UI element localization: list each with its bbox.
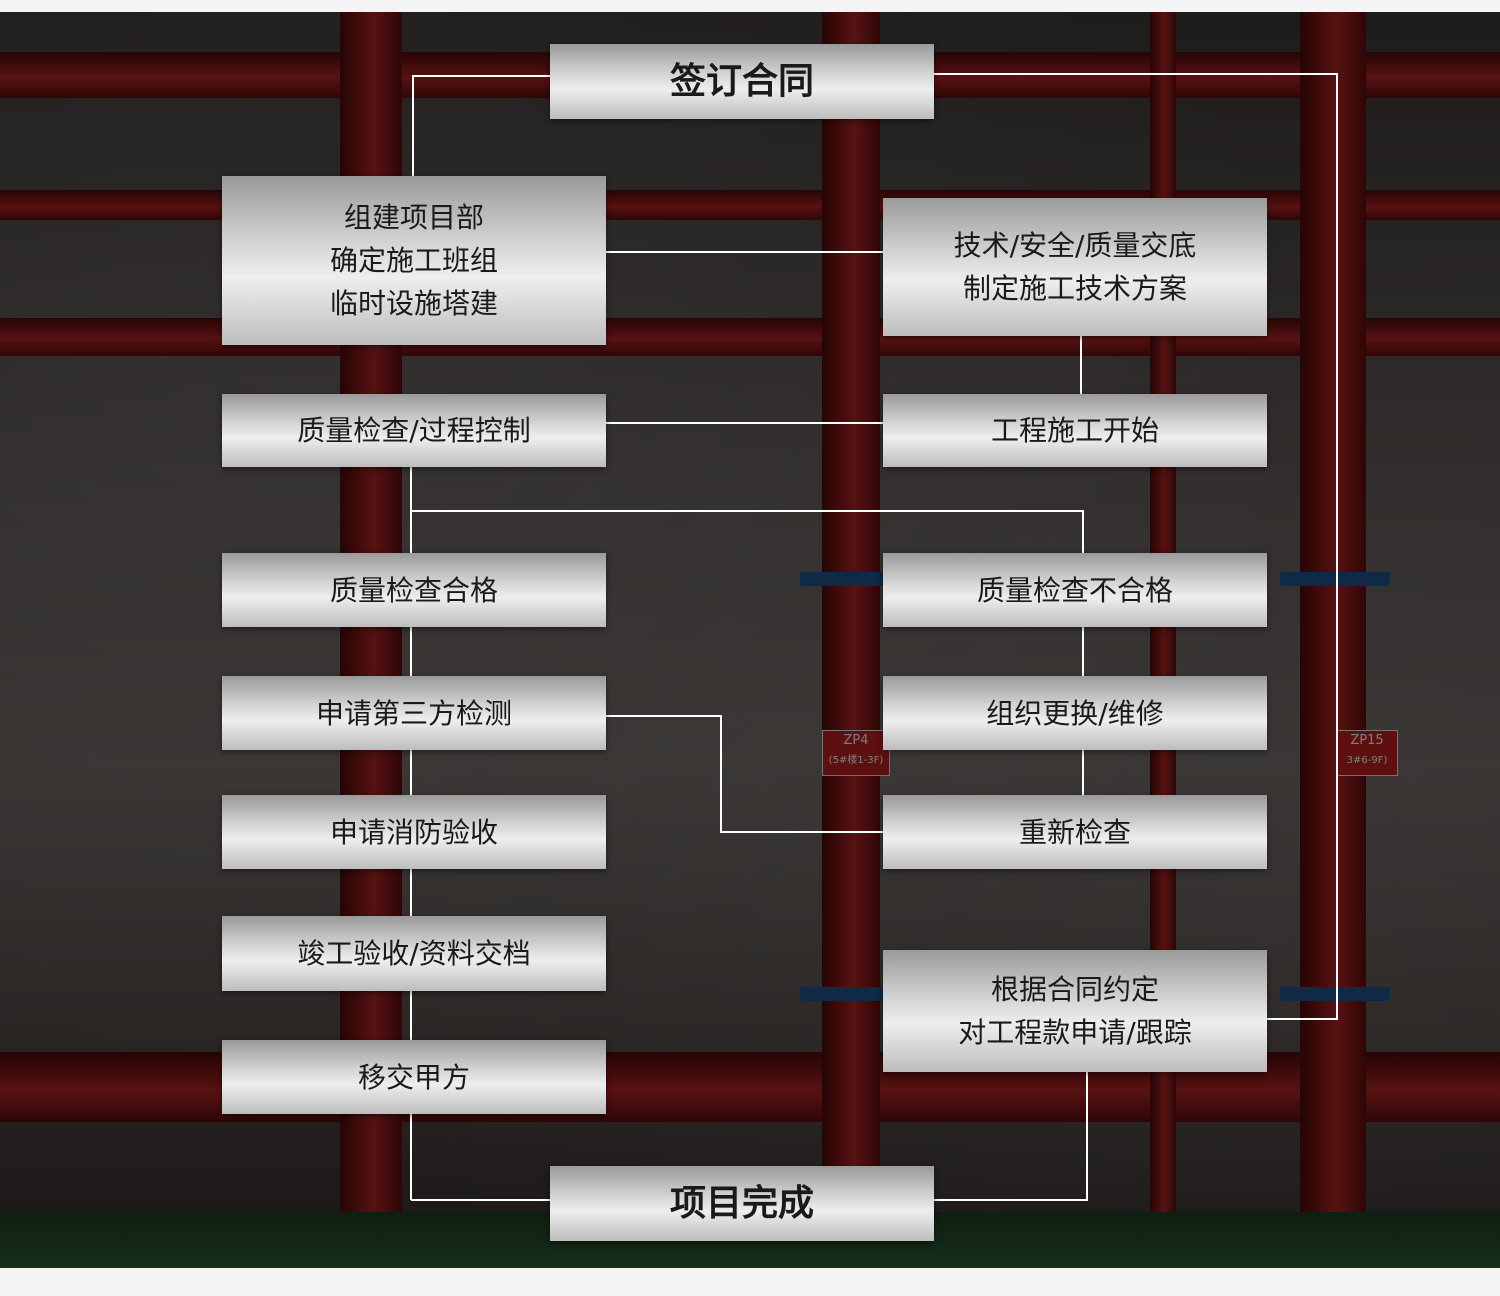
- step-quality-fail-label: 质量检查不合格: [976, 573, 1173, 607]
- step-briefing-line-2: 制定施工技术方案: [962, 272, 1187, 305]
- connector-control-to-fail: [411, 510, 1084, 553]
- step-recheck: 重新检查: [883, 795, 1267, 869]
- step-recheck-label: 重新检查: [1018, 815, 1131, 849]
- sign-zp4-sub: (5#楼1-3F): [828, 755, 884, 766]
- step-briefing: 技术/安全/质量交底 制定施工技术方案: [883, 198, 1267, 336]
- step-handover: 移交甲方: [222, 1040, 606, 1114]
- flange-4: [1280, 987, 1390, 1001]
- step-repair-label: 组织更换/维修: [986, 696, 1164, 730]
- pipe-vertical-3: [1300, 12, 1366, 1212]
- flange-1: [800, 572, 900, 586]
- step-sign-contract: 签订合同: [550, 44, 934, 119]
- sign-zp4: ZP4 (5#楼1-3F): [822, 730, 890, 776]
- step-quality-pass: 质量检查合格: [222, 553, 606, 627]
- step-payment-line-1: 根据合同约定: [990, 973, 1159, 1006]
- pipe-vertical-2: [822, 12, 880, 1212]
- step-construction-start-label: 工程施工开始: [990, 414, 1159, 447]
- step-fire-acceptance-label: 申请消防验收: [329, 815, 498, 849]
- step-setup-line-2: 确定施工班组: [329, 244, 498, 277]
- connector-payment-to-complete: [934, 1072, 1088, 1201]
- step-third-party-test-label: 申请第三方检测: [315, 696, 512, 730]
- step-sign-contract-label: 签订合同: [669, 61, 814, 102]
- step-briefing-line-1: 技术/安全/质量交底: [953, 229, 1197, 262]
- flange-2: [800, 987, 900, 1001]
- connector-contract-to-payment: [934, 73, 1338, 1020]
- step-project-complete: 项目完成: [550, 1166, 934, 1241]
- step-completion-acceptance-label: 竣工验收/资料交档: [297, 937, 531, 970]
- step-completion-acceptance: 竣工验收/资料交档: [222, 916, 606, 991]
- flange-3: [1280, 572, 1390, 586]
- step-handover-label: 移交甲方: [357, 1060, 470, 1094]
- step-setup: 组建项目部 确定施工班组 临时设施塔建: [222, 176, 606, 345]
- step-third-party-test: 申请第三方检测: [222, 676, 606, 750]
- step-quality-control-label: 质量检查/过程控制: [297, 414, 531, 447]
- sign-zp4-code: ZP4: [843, 733, 869, 748]
- step-payment-line-2: 对工程款申请/跟踪: [958, 1016, 1192, 1049]
- connector-contract-to-setup: [412, 75, 550, 176]
- sign-zp15-sub: 3#6-9F): [1346, 755, 1388, 766]
- step-payment: 根据合同约定 对工程款申请/跟踪: [883, 950, 1267, 1072]
- step-fire-acceptance: 申请消防验收: [222, 795, 606, 869]
- step-quality-pass-label: 质量检查合格: [329, 573, 498, 607]
- step-repair: 组织更换/维修: [883, 676, 1267, 750]
- sign-zp15-code: ZP15: [1350, 733, 1384, 748]
- step-setup-line-3: 临时设施塔建: [329, 287, 498, 320]
- sign-zp15: ZP15 3#6-9F): [1336, 730, 1398, 776]
- step-project-complete-label: 项目完成: [669, 1183, 814, 1224]
- step-setup-line-1: 组建项目部: [343, 201, 484, 234]
- step-quality-fail: 质量检查不合格: [883, 553, 1267, 627]
- step-quality-control: 质量检查/过程控制: [222, 394, 606, 467]
- connector-recheck-to-test: [606, 715, 883, 833]
- step-construction-start: 工程施工开始: [883, 394, 1267, 467]
